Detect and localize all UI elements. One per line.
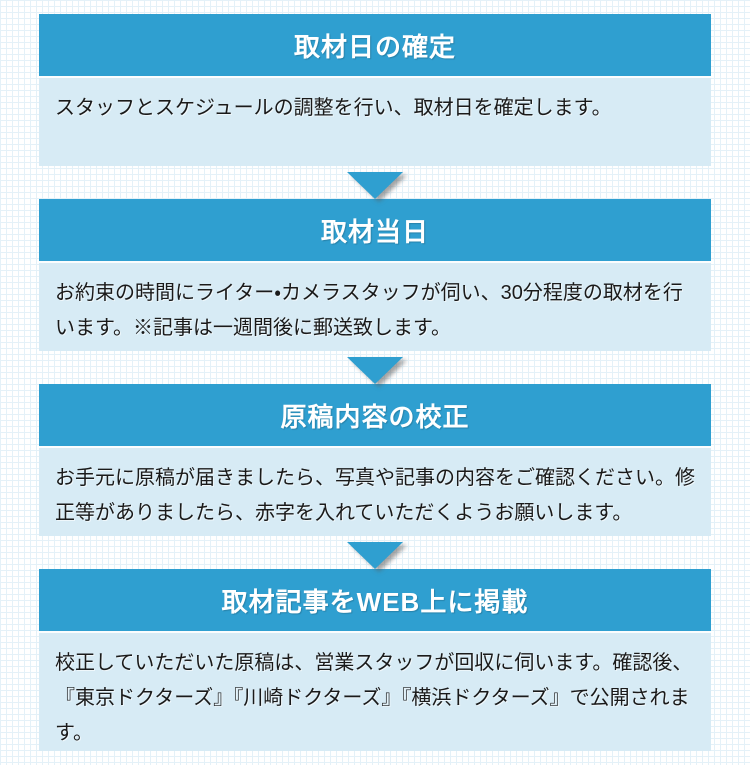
- step-3: 原稿内容の校正 お手元に原稿が届きましたら、写真や記事の内容をご確認ください。修…: [39, 384, 711, 536]
- down-arrow-icon: [347, 172, 403, 199]
- step-4: 取材記事をWEB上に掲載 校正していただいた原稿は、営業スタッフが回収に伺います…: [39, 569, 711, 751]
- step-2: 取材当日 お約束の時間にライター・カメラスタッフが伺い、30分程度の取材を行いま…: [39, 199, 711, 351]
- step-1: 取材日の確定 スタッフとスケジュールの調整を行い、取材日を確定します。: [39, 14, 711, 166]
- down-arrow-icon: [347, 542, 403, 569]
- step-4-description: 校正していただいた原稿は、営業スタッフが回収に伺います。確認後、『東京ドクターズ…: [39, 631, 711, 751]
- step-2-description: お約束の時間にライター・カメラスタッフが伺い、30分程度の取材を行います。※記事…: [39, 261, 711, 351]
- flow-arrow-3: [0, 536, 750, 569]
- step-4-title: 取材記事をWEB上に掲載: [39, 569, 711, 631]
- step-3-description: お手元に原稿が届きましたら、写真や記事の内容をご確認ください。修正等がありました…: [39, 446, 711, 536]
- flow-arrow-1: [0, 166, 750, 199]
- down-arrow-icon: [347, 357, 403, 384]
- step-1-title: 取材日の確定: [39, 14, 711, 76]
- flow-arrow-2: [0, 351, 750, 384]
- step-2-title: 取材当日: [39, 199, 711, 261]
- step-3-title: 原稿内容の校正: [39, 384, 711, 446]
- step-1-description: スタッフとスケジュールの調整を行い、取材日を確定します。: [39, 76, 711, 166]
